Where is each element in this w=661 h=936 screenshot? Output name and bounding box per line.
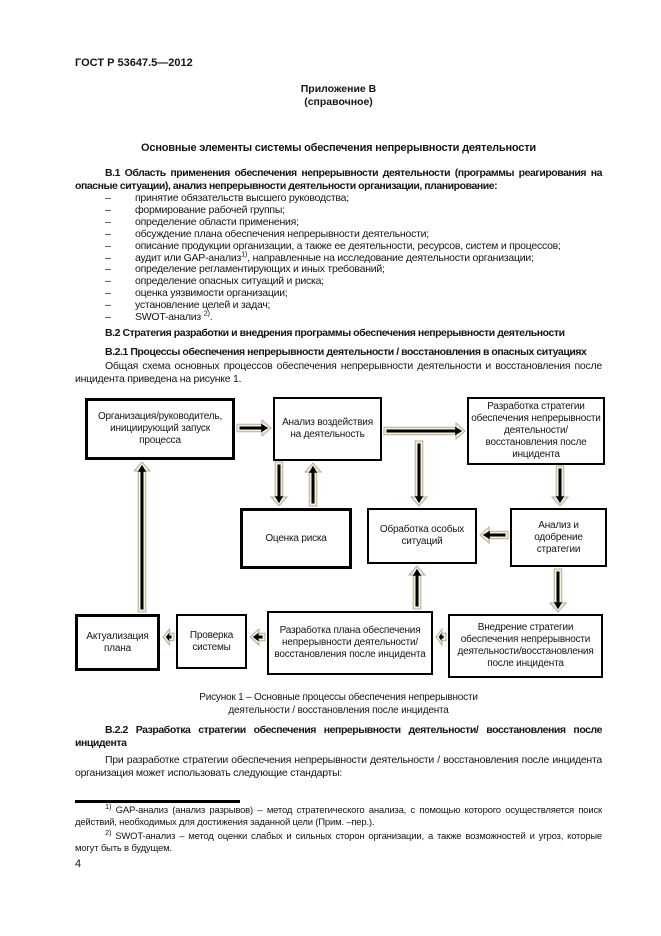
figure-caption-line2: деятельности / восстановления после инци… <box>228 705 449 716</box>
flow-box-strategy-approval: Анализ и одобрение стратегии <box>510 508 607 567</box>
annex-line2: (справочное) <box>304 96 373 108</box>
flow-arrow-inner <box>482 530 506 540</box>
flow-box-strategy-impl: Внедрение стратегии обеспечения непрерыв… <box>448 614 603 678</box>
list-item: – аудит или GAP-анализ1), направленные на… <box>75 250 602 265</box>
list-item-dash: – <box>105 311 111 324</box>
section-b1-list: – принятие обязательств высшего руководст… <box>75 192 602 324</box>
flow-arrow-inner <box>137 464 147 610</box>
flow-arrow-inner <box>252 632 263 642</box>
list-item-dash: – <box>105 299 111 312</box>
flow-arrow-inner <box>386 426 463 436</box>
list-item-text: SWOT-анализ 2). <box>135 308 602 324</box>
section-b1-heading: В.1 Область применения обеспечения непре… <box>75 167 602 192</box>
list-item: – установление целей и задач; <box>75 299 602 312</box>
flow-arrow-inner <box>438 632 444 642</box>
flow-arrows-svg <box>132 418 570 647</box>
document-header: ГОСТ Р 53647.5—2012 <box>75 57 193 69</box>
footnote-superscript: 1) <box>105 801 112 811</box>
list-item-text: аудит или GAP-анализ1), направленные на … <box>135 250 602 265</box>
list-item-dash: – <box>105 192 111 204</box>
footnote-rule <box>75 800 240 803</box>
figure-caption-line1: Рисунок 1 – Основные процессы обеспечени… <box>199 692 478 703</box>
flow-box-plan-dev: Разработка плана обеспечения непрерывнос… <box>267 611 433 675</box>
flow-arrow-inner <box>553 571 563 610</box>
list-item-text: формирование рабочей группы; <box>135 203 285 216</box>
list-item-text: принятие обязательств высшего руководств… <box>135 192 349 204</box>
list-item-text-pre: аудит или GAP-анализ <box>135 251 242 264</box>
list-item-text: обсуждение плана обеспечения непрерывнос… <box>135 227 429 240</box>
list-item: – оценка уязвимости организации; <box>75 287 602 300</box>
flow-arrow-inner <box>165 632 172 642</box>
list-item: – описание продукции организации, а также… <box>75 239 602 253</box>
page-title: Основные элементы системы обеспечения не… <box>141 142 536 154</box>
page-number: 4 <box>75 858 82 870</box>
list-item-text-post: . <box>209 311 213 324</box>
list-item-dash: – <box>105 275 111 288</box>
section-b21-paragraph: Общая схема основных процессов обеспечен… <box>75 360 602 385</box>
list-item-text: установление целей и задач; <box>135 299 271 312</box>
list-item: – определение опасных ситуаций и риска; <box>75 275 602 288</box>
flow-arrow-inner <box>274 464 284 504</box>
figure-caption: Рисунок 1 – Основные процессы обеспечени… <box>75 691 602 717</box>
footnote-text: SWOT-анализ – метод оценки слабых и силь… <box>75 831 602 854</box>
flow-box-special-situations: Обработка особых ситуаций <box>367 508 477 564</box>
list-item: – определение регламентирующих и иных тре… <box>75 264 602 276</box>
flow-arrow-inner <box>414 443 424 504</box>
flow-arrow-inner <box>239 423 269 433</box>
list-item: – SWOT-анализ 2). <box>75 308 602 324</box>
flow-box-plan-update: Актуализация плана <box>75 614 160 671</box>
flow-box-strategy-dev: Разработка стратегии обеспечения непреры… <box>467 397 605 465</box>
list-item: – обсуждение плана обеспечения непрерывно… <box>75 227 602 241</box>
flow-arrow-inner <box>308 465 318 504</box>
flow-box-impact-analysis: Анализ воздействия на деятельность <box>273 397 382 461</box>
annex-line1: Приложение В <box>300 83 377 95</box>
section-b2-heading: В.2 Стратегия разработки и внедрения про… <box>105 327 565 339</box>
list-item-text: определение регламентирующих и иных треб… <box>135 263 385 276</box>
list-item-dash: – <box>105 287 111 300</box>
list-item-superscript: 1) <box>241 249 248 259</box>
section-b22-heading: В.2.2 Разработка стратегии обеспечения н… <box>75 724 602 749</box>
list-item-text: определение опасных ситуаций и риска; <box>135 275 324 288</box>
list-item-superscript: 2) <box>203 308 210 318</box>
list-item-text: оценка уязвимости организации; <box>135 287 288 300</box>
flow-arrow-inner <box>412 568 422 607</box>
flow-box-initiator: Организация/руководитель, инициирующий з… <box>85 398 235 460</box>
annex-label: Приложение В (справочное) <box>75 83 602 109</box>
list-item-dash: – <box>105 227 111 240</box>
figure-1-flowchart: Организация/руководитель, инициирующий з… <box>75 395 607 685</box>
list-item: – формирование рабочей группы; <box>75 203 602 217</box>
list-item-text-pre: SWOT-анализ <box>135 311 204 324</box>
footnotes-block: 1) GAP-анализ (анализ разрывов) – метод … <box>75 801 602 857</box>
section-b22-paragraph: При разработке стратегии обеспечения неп… <box>75 754 602 779</box>
flow-box-system-check: Проверка системы <box>176 614 247 669</box>
footnote-superscript: 2) <box>105 827 112 837</box>
list-item-dash: – <box>105 251 111 264</box>
footnote: 1) GAP-анализ (анализ разрывов) – метод … <box>75 801 602 829</box>
list-item-dash: – <box>105 215 111 228</box>
footnote-text: GAP-анализ (анализ разрывов) – метод стр… <box>75 805 602 828</box>
list-item-text: описание продукции организации, а также … <box>135 239 561 252</box>
footnote: 2) SWOT-анализ – метод оценки слабых и с… <box>75 827 602 855</box>
list-item-dash: – <box>105 263 111 276</box>
flow-arrow-inner <box>555 468 565 504</box>
flow-box-risk-assessment: Оценка риска <box>240 508 352 569</box>
list-item-text-post: , направленные на исследование деятельно… <box>247 251 534 264</box>
list-item: – определение области применения; <box>75 215 602 229</box>
section-b21-heading: В.2.1 Процессы обеспечения непрерывности… <box>105 346 587 358</box>
list-item-text: определение области применения; <box>135 215 299 228</box>
list-item-dash: – <box>105 239 111 252</box>
list-item: – принятие обязательств высшего руководст… <box>75 192 602 205</box>
list-item-dash: – <box>105 203 111 216</box>
